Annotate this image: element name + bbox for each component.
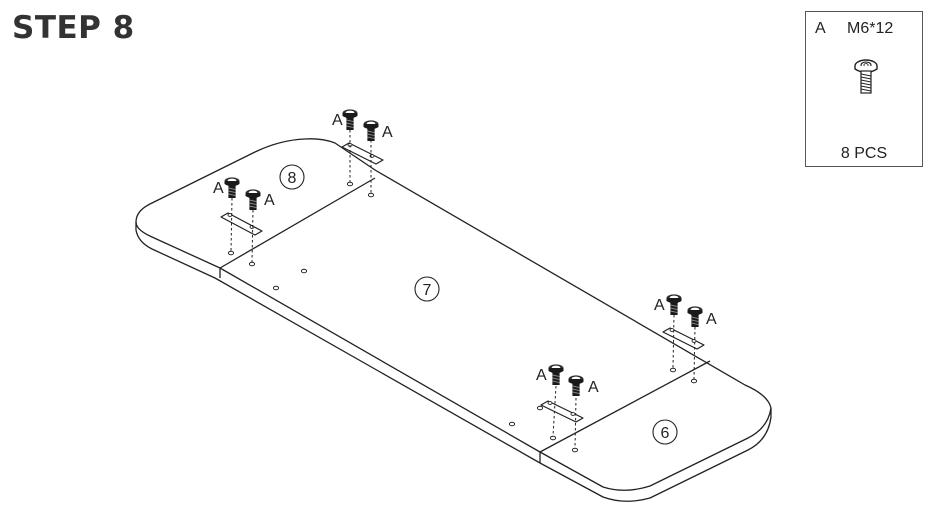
panel-number: 7	[423, 282, 432, 299]
parts-list-box: A M6*12 8 PCS	[805, 11, 923, 167]
panel-holes	[227, 181, 698, 453]
part-spec: M6*12	[847, 20, 894, 37]
screw-icon	[854, 59, 878, 94]
screw-label: A	[213, 180, 224, 197]
screw-label: A	[706, 311, 717, 328]
panel-number: 6	[661, 425, 670, 442]
guide-lines	[230, 130, 696, 449]
screw-labels: A A A A A A A A	[213, 112, 717, 396]
panel-callout-8: 8	[279, 164, 305, 190]
screw-label: A	[332, 112, 343, 129]
screw-label: A	[654, 297, 665, 314]
step-title: STEP 8	[12, 10, 135, 46]
part-letter: A	[815, 20, 826, 37]
screw-label: A	[588, 379, 599, 396]
screw-label: A	[382, 124, 393, 141]
screws	[224, 108, 703, 397]
tabletop-panel	[135, 138, 772, 502]
screw-label: A	[264, 192, 275, 209]
panel-callout-7: 7	[414, 276, 440, 302]
screw-label: A	[536, 367, 547, 384]
panel-callout-6: 6	[652, 419, 678, 445]
panel-number: 8	[288, 170, 297, 187]
part-quantity: 8 PCS	[840, 145, 888, 162]
